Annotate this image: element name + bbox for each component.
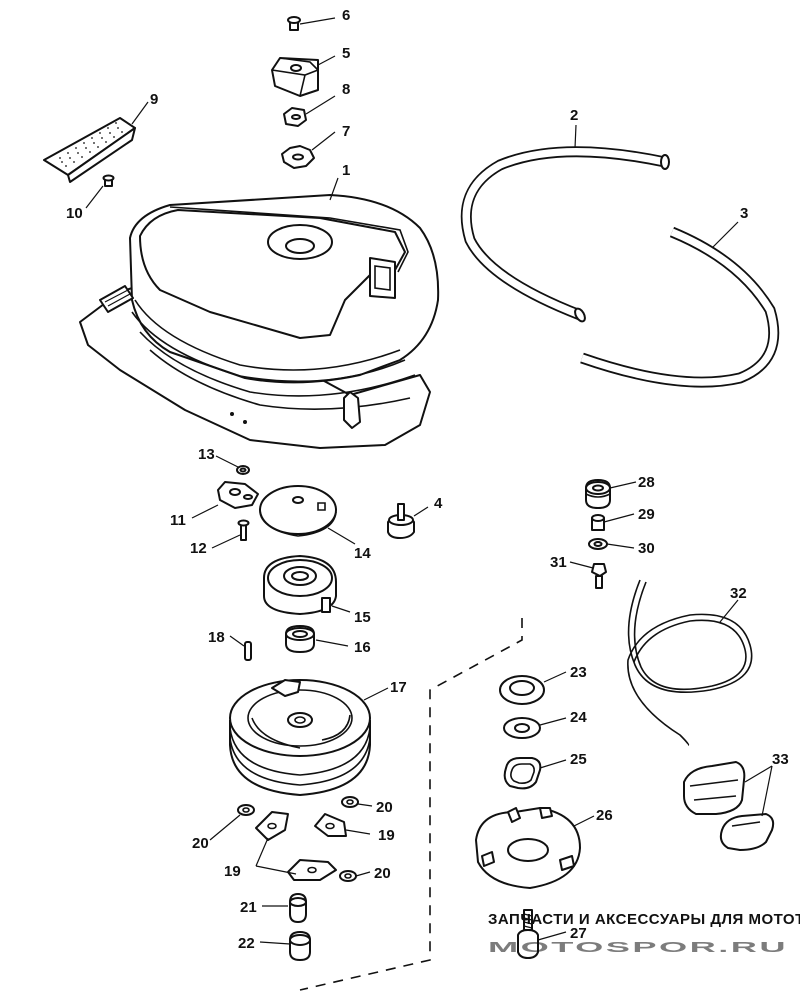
- callout-4: 4: [434, 495, 443, 512]
- watermark-logo: MOTOSPOR.RU: [488, 939, 788, 956]
- part-springs-20: [237, 796, 359, 882]
- part-spring-25: [503, 757, 542, 790]
- part-plate-14: [259, 485, 337, 537]
- part-sleeve-29: [591, 514, 605, 531]
- callout-19b: 19: [224, 863, 241, 880]
- leader-lines: [85, 17, 773, 945]
- part-rope-32: [627, 579, 753, 746]
- callout-16: 16: [354, 639, 371, 656]
- callout-12: 12: [190, 540, 207, 557]
- callout-32: 32: [730, 585, 747, 602]
- callout-8: 8: [342, 81, 350, 98]
- callout-9: 9: [150, 91, 158, 108]
- callout-18: 18: [208, 629, 225, 646]
- callout-26: 26: [596, 807, 613, 824]
- callout-11: 11: [170, 512, 186, 529]
- part-screw-31: [591, 563, 607, 589]
- callout-14: 14: [354, 545, 371, 562]
- watermark: ЗАПЧАСТИ И АКСЕССУАРЫ ДЛЯ МОТОТЕХНИКИ MO…: [488, 911, 800, 956]
- part-handle-33: [683, 761, 775, 851]
- callout-6: 6: [342, 7, 350, 24]
- part-top-hardware: [271, 16, 319, 169]
- part-sleeve-22: [289, 931, 311, 961]
- callout-22: 22: [238, 935, 255, 952]
- callout-27: 27: [570, 925, 587, 942]
- callout-10: 10: [66, 205, 83, 222]
- part-grommet-28: [585, 479, 611, 509]
- part-bolt-27: [517, 909, 539, 959]
- callout-17: 17: [390, 679, 407, 696]
- part-standoff-4: [387, 503, 415, 539]
- callout-2: 2: [570, 107, 578, 124]
- part-hose-2: [460, 146, 670, 323]
- part-washer-24: [503, 717, 541, 739]
- callout-5: 5: [342, 45, 350, 62]
- callout-29: 29: [638, 506, 655, 523]
- part-washer-13: [236, 465, 250, 475]
- part-washer-23: [499, 675, 545, 705]
- callout-15: 15: [354, 609, 371, 626]
- callout-21: 21: [240, 899, 257, 916]
- part-pulley-17: [229, 679, 371, 796]
- callout-25: 25: [570, 751, 587, 768]
- callout-30: 30: [638, 540, 655, 557]
- part-hose-3: [580, 226, 780, 388]
- part-bracket-11: [217, 481, 259, 509]
- callout-1: 1: [342, 162, 350, 179]
- callout-31: 31: [550, 554, 567, 571]
- callout-28: 28: [638, 474, 655, 491]
- callout-3: 3: [740, 205, 748, 222]
- callout-20c: 20: [374, 865, 391, 882]
- callout-labels: 1 2 3 4 5 6 7 8 9 10 11 12 13 14 15 16 1…: [66, 7, 789, 952]
- callout-23: 23: [570, 664, 587, 681]
- callout-20b: 20: [376, 799, 393, 816]
- part-washer-30: [588, 538, 608, 550]
- part-pad: [43, 117, 136, 187]
- callout-24: 24: [570, 709, 587, 726]
- callout-19a: 19: [378, 827, 395, 844]
- part-sleeve-21: [289, 893, 307, 923]
- part-hub-15: [263, 555, 337, 615]
- callout-7: 7: [342, 123, 350, 140]
- part-plate-26: [475, 807, 581, 889]
- watermark-caption: ЗАПЧАСТИ И АКСЕССУАРЫ ДЛЯ МОТОТЕХНИКИ: [488, 911, 800, 928]
- callout-13: 13: [198, 446, 215, 463]
- part-cowl: [79, 194, 440, 449]
- assembly-dashed-line: [299, 618, 523, 991]
- part-pin-18: [244, 641, 252, 661]
- callout-33: 33: [772, 751, 789, 768]
- part-bushing-16: [285, 625, 315, 653]
- part-screw-12: [237, 519, 250, 541]
- callout-20a: 20: [192, 835, 209, 852]
- part-pawls: [255, 811, 347, 881]
